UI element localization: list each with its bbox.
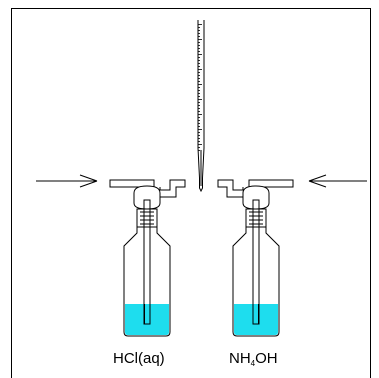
right-gas-washing-bottle [217,179,294,337]
left-dip-tube [143,199,151,325]
right-dip-tube [252,199,260,325]
right-arrow [308,174,367,188]
left-inlet-tube [109,179,155,188]
left-gas-washing-bottle [109,179,186,337]
left-stopper [133,185,161,210]
frame [11,8,371,378]
right-bottle-body [232,227,280,337]
left-liquid [125,304,169,335]
left-bottle-label: HCl(aq) [113,350,165,367]
thermometer-tube [197,20,205,193]
left-arrow [36,174,98,188]
left-bottle-body [123,227,171,337]
right-neck [245,208,267,228]
right-inlet-tube [248,179,294,188]
thermometer [197,20,205,193]
right-liquid [234,304,278,335]
right-stopper [242,185,270,210]
right-bottle-label: NH4OH [229,350,278,368]
thermometer-scale [198,24,202,151]
left-neck [136,208,158,228]
